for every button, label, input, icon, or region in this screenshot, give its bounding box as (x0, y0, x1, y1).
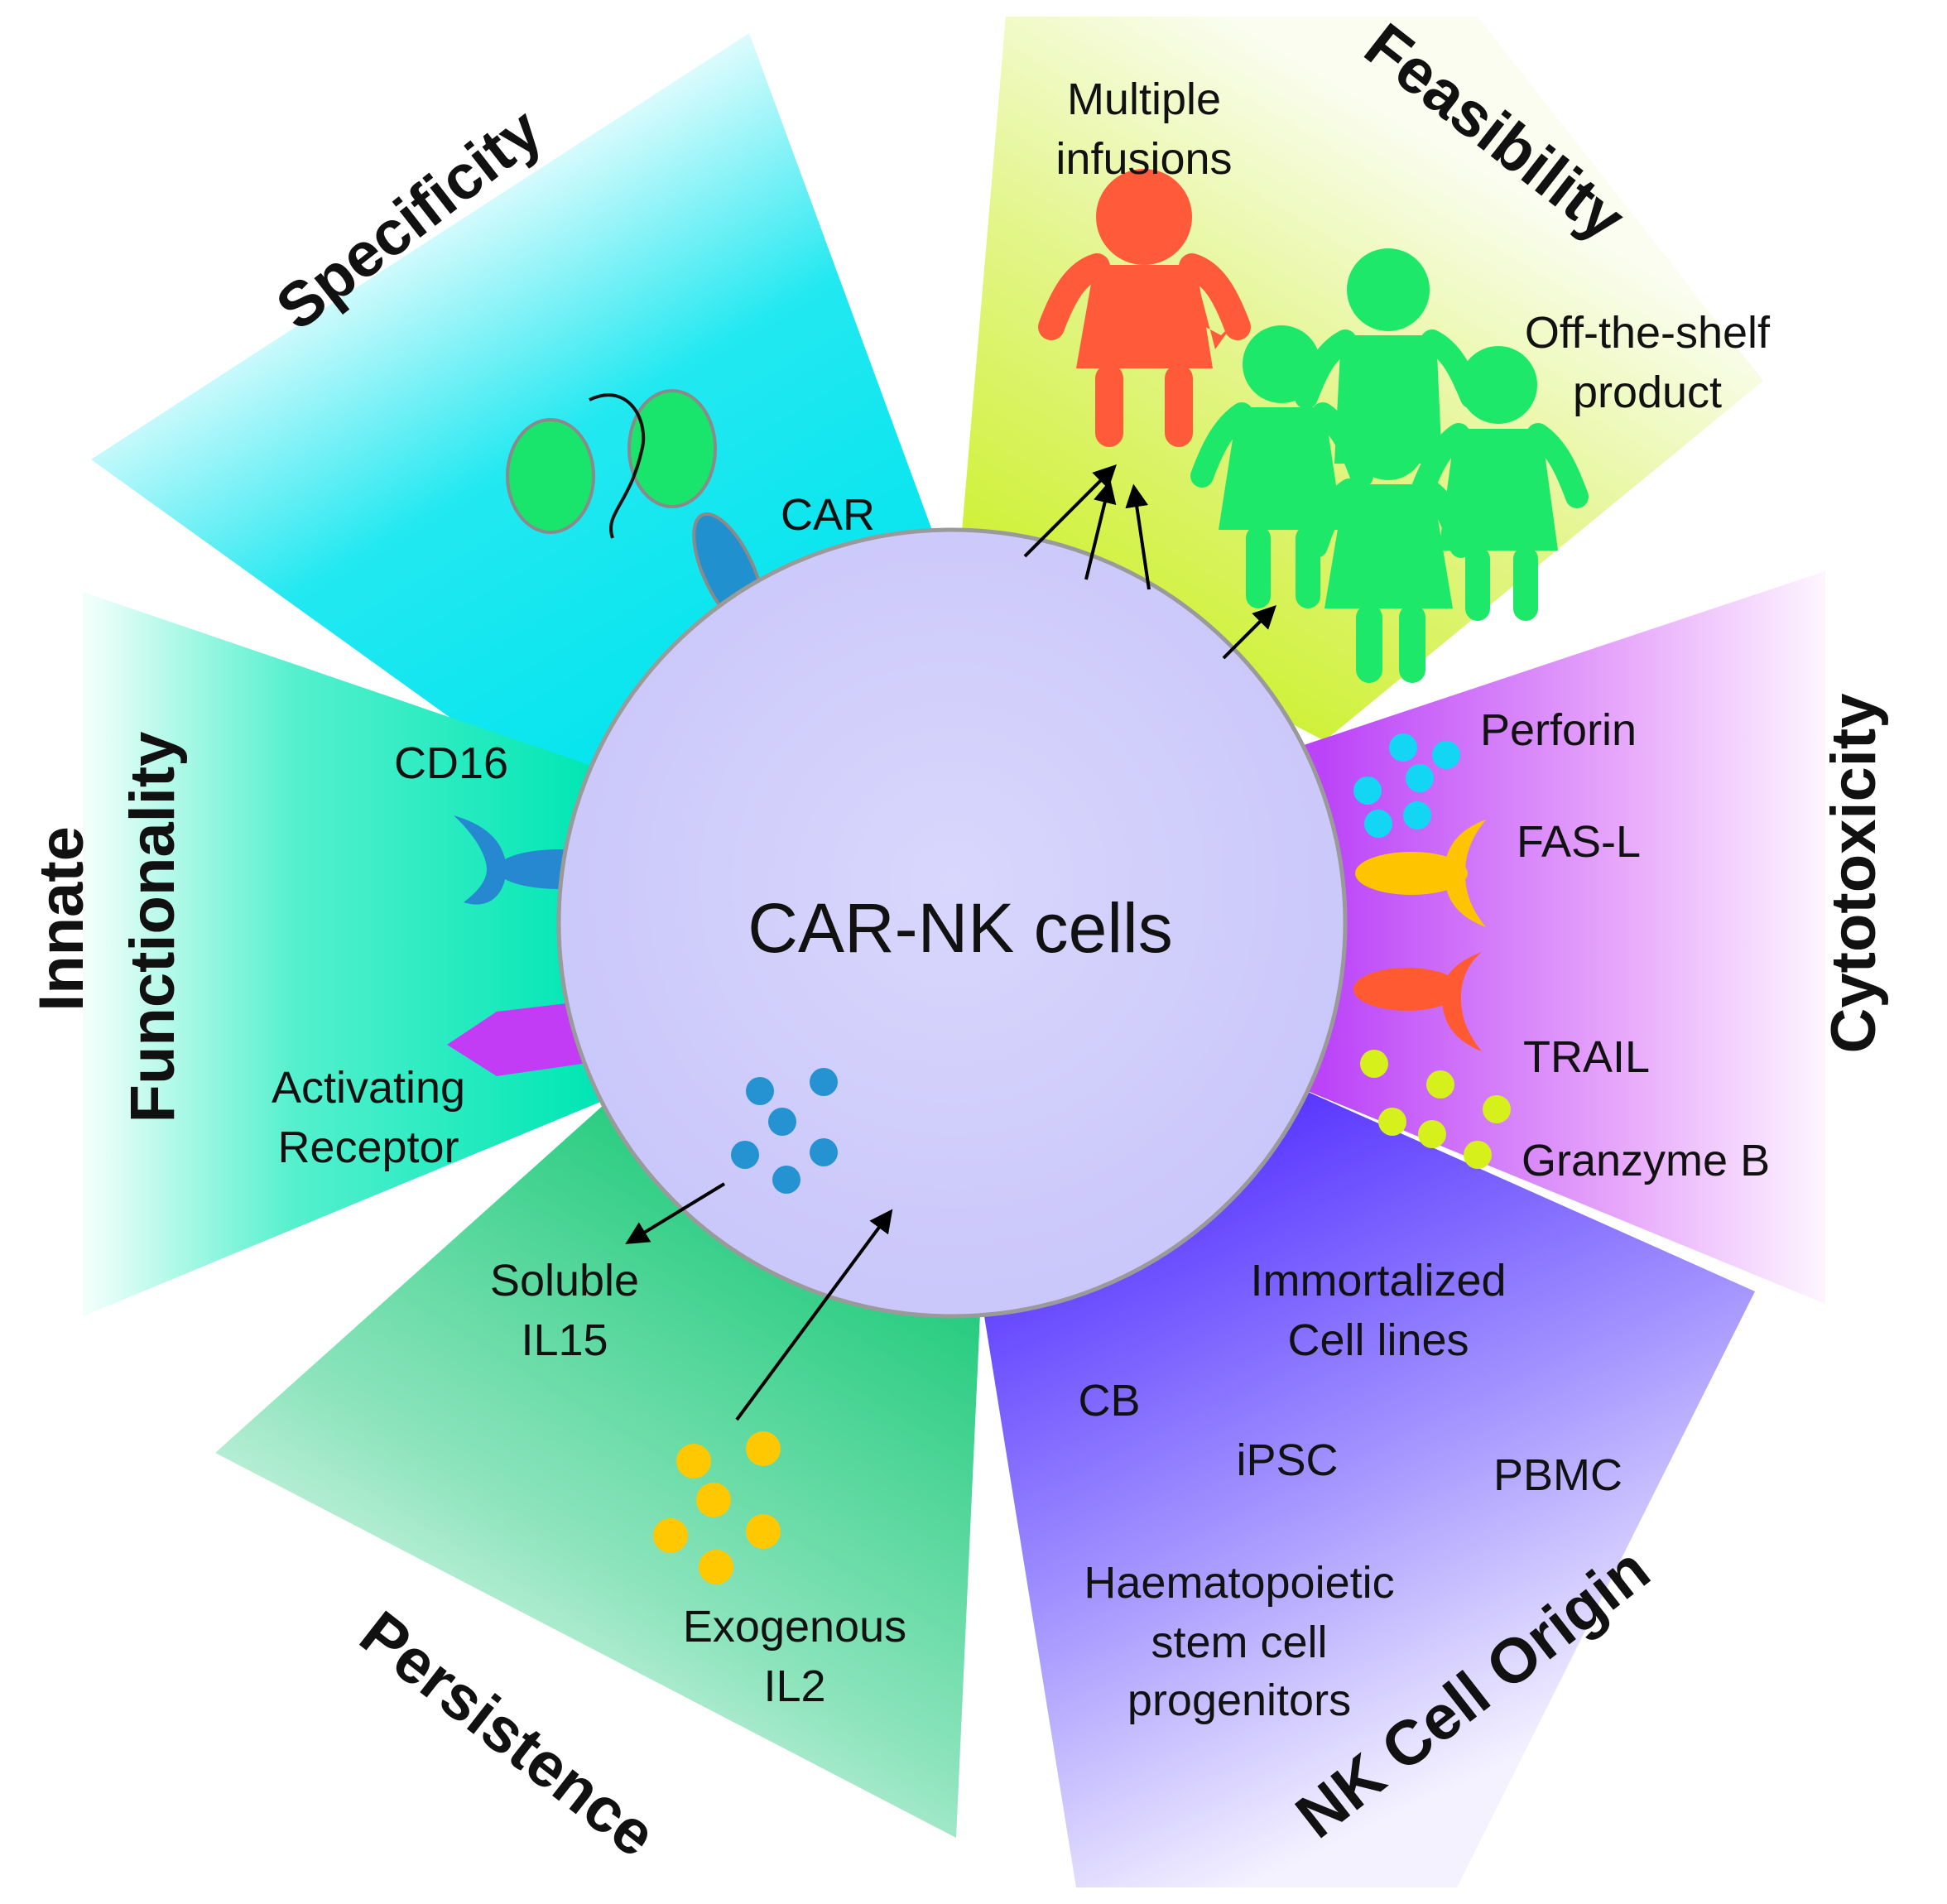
fasl-ligand (1355, 820, 1486, 927)
off-the-shelf-line2: product (1573, 368, 1722, 417)
multiple-infusions-person-icon (1038, 169, 1251, 447)
hsc-line1: Haematopoietic (1084, 1558, 1394, 1608)
pbmc-label: PBMC (1493, 1450, 1622, 1500)
innate-sector (83, 592, 613, 1316)
innate-title-line2: Functionality (118, 732, 188, 1123)
fasl-label: FAS-L (1517, 817, 1641, 867)
trail-ligand (1353, 952, 1482, 1051)
arrows (625, 464, 1276, 1421)
multiple-infusions-line2: infusions (1055, 134, 1232, 184)
perforin-label: Perforin (1480, 705, 1637, 755)
car-nk-cell (556, 527, 1348, 1319)
origin-sector (981, 1084, 1755, 1887)
car-linker (589, 393, 646, 539)
exogenous-il2-line1: Exogenous (683, 1602, 906, 1652)
exogenous-il2-line2: IL2 (763, 1661, 825, 1711)
cb-label: CB (1078, 1376, 1140, 1426)
cd16-label: CD16 (394, 738, 508, 788)
hsc-line2: stem cell (1151, 1618, 1327, 1667)
innate-title-line1: Innate (26, 826, 97, 1012)
il2-dots (653, 1431, 781, 1584)
car-scfv-left (506, 418, 595, 534)
off-the-shelf-arrow (1222, 605, 1276, 660)
activating-receptor-line1: Activating (272, 1063, 465, 1113)
soluble-il15-line1: Soluble (490, 1256, 639, 1305)
cytotoxicity-title: Cytotoxicity (1819, 694, 1889, 1054)
multiple-infusions-line1: Multiple (1067, 75, 1221, 124)
infusion-arrow-3 (1125, 483, 1151, 590)
trail-label: TRAIL (1523, 1032, 1650, 1082)
soluble-il15-line2: IL15 (521, 1315, 608, 1365)
off-the-shelf-people-icon (1190, 248, 1589, 683)
perforin-dots (1353, 733, 1460, 838)
immortalized-line2: Cell lines (1287, 1315, 1469, 1365)
car-scfv-right (627, 389, 717, 508)
cytotoxicity-sector (1291, 571, 1825, 1304)
hsc-line3: progenitors (1127, 1676, 1351, 1725)
infusion-arrow-2 (1084, 479, 1117, 580)
granzyme-dots (1360, 1050, 1511, 1169)
center-label: CAR-NK cells (748, 889, 1172, 967)
immortalized-line1: Immortalized (1250, 1256, 1506, 1305)
il15-dots (731, 1068, 838, 1194)
activating-receptor-line2: Receptor (277, 1123, 459, 1172)
il15-arrow (625, 1182, 726, 1244)
off-the-shelf-line1: Off-the-shelf (1525, 308, 1771, 358)
car-label: CAR (781, 490, 875, 540)
il2-arrow (735, 1209, 893, 1421)
ipsc-label: iPSC (1236, 1435, 1338, 1485)
granzyme-label: Granzyme B (1522, 1136, 1770, 1185)
